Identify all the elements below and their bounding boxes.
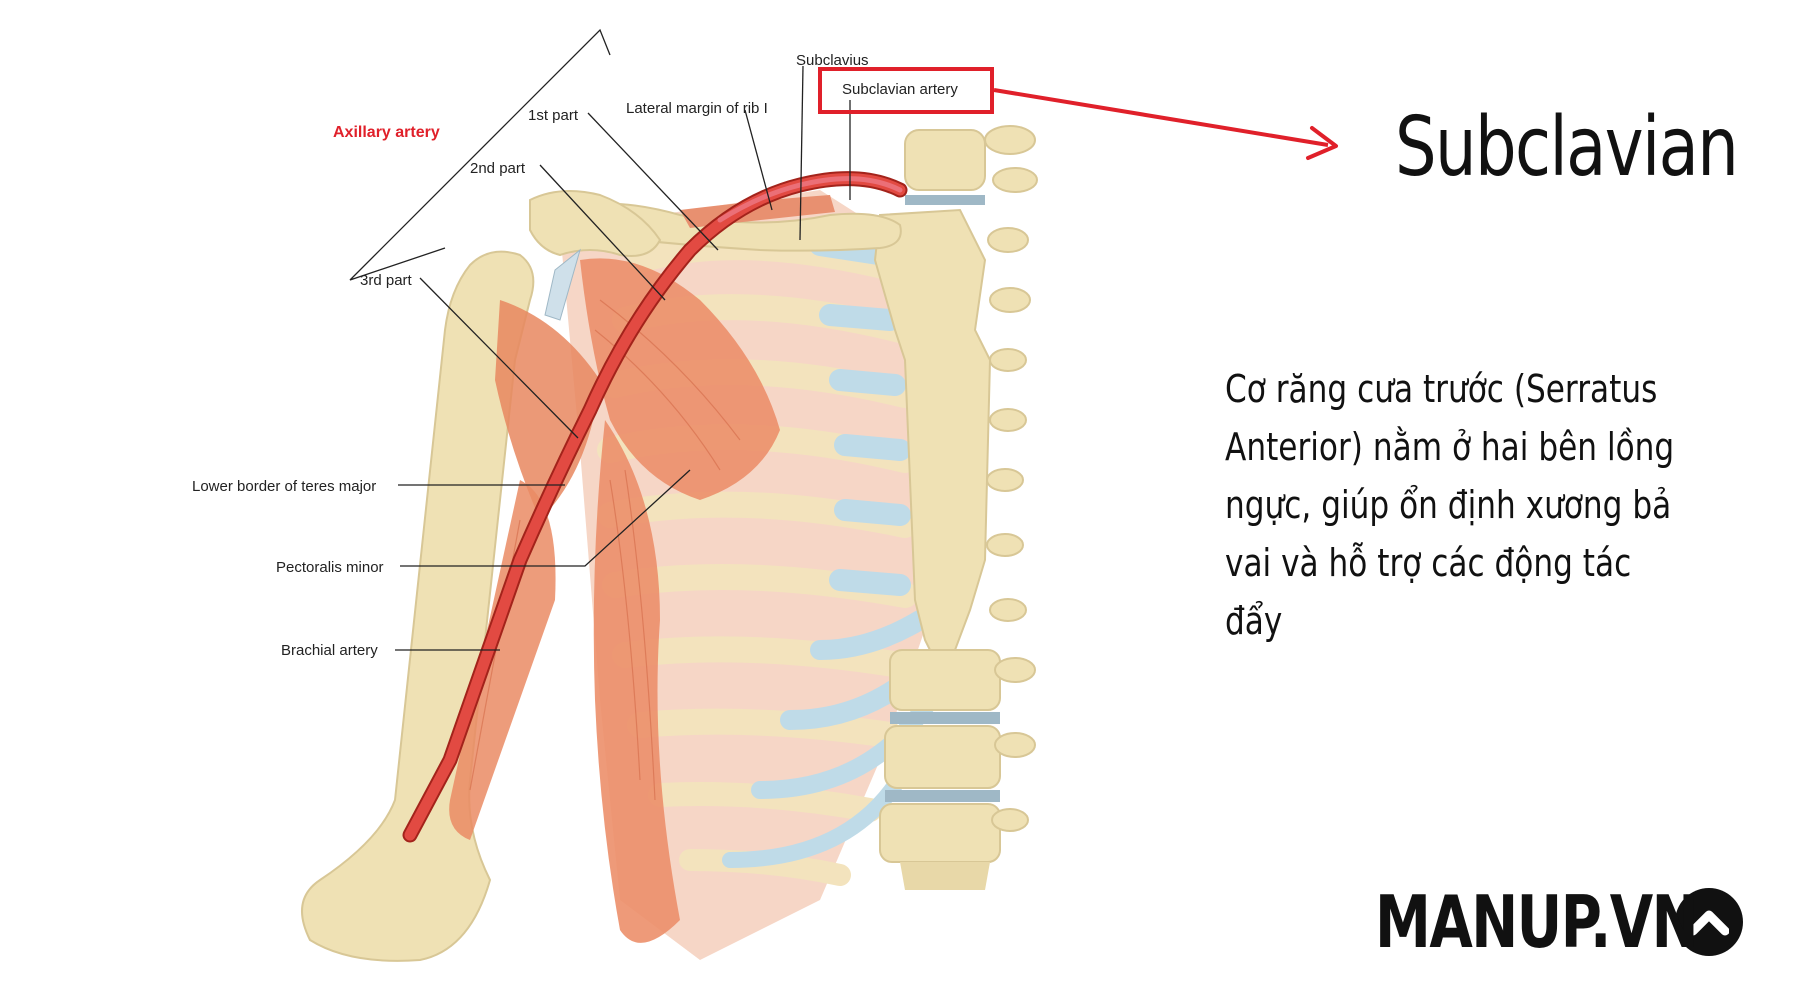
label-second-part: 2nd part [470,160,526,177]
brand-logo[interactable]: MANUP.VN [1375,880,1743,964]
humerus [301,250,535,962]
label-first-part: 1st part [528,107,579,124]
diagram-labels: Axillary artery 1st part 2nd part 3rd pa… [192,52,958,659]
pointer-arrow [993,88,1338,160]
label-lateral-margin: Lateral margin of rib I [626,100,768,117]
description-text: Cơ răng cưa trước (Serratus Anterior) nằ… [1225,367,1675,643]
label-brachial-artery: Brachial artery [281,642,378,659]
label-third-part: 3rd part [360,272,413,289]
biceps-tendon [544,248,581,321]
highlight-box [818,67,994,114]
chevron-up-icon [1675,888,1743,956]
muscles [449,258,780,943]
leader-lines [349,28,851,651]
label-subclavius: Subclavius [796,52,869,69]
serratus-anterior-muscle [593,420,680,943]
brand-name: MANUP.VN [1375,880,1699,964]
label-lower-border: Lower border of teres major [192,478,376,495]
teres-major-muscle [495,300,600,520]
coracobrachialis-muscle [449,480,556,840]
label-pectoralis-minor: Pectoralis minor [276,559,384,576]
label-axillary-artery: Axillary artery [333,124,440,141]
anatomy-illustration [301,125,1038,962]
subclavian-artery-highlight [717,176,903,223]
pectoralis-minor-muscle [580,258,780,500]
page-title: Subclavian [1395,100,1739,195]
vertebral-column [879,125,1038,890]
label-subclavian-artery: Subclavian artery [842,81,958,98]
